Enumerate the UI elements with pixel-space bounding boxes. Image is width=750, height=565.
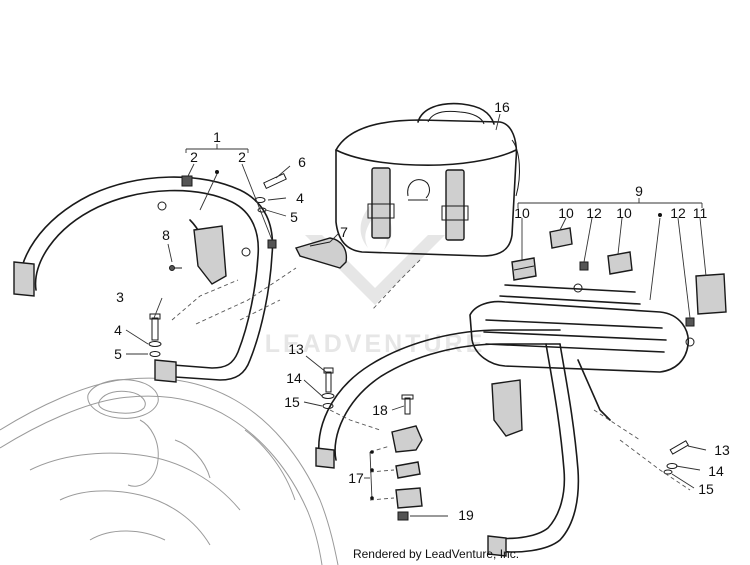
callout-2-right: 2 [238,149,246,165]
clamp-17 [391,394,423,521]
callout-17: 17 [348,470,364,486]
watermark-text: LEADVENTURE [265,330,486,358]
luggage-rack [315,283,695,557]
handle-pad-7 [294,237,348,269]
callout-2-left: 2 [190,149,198,165]
group-bracket-9 [517,198,703,217]
render-credit: Rendered by LeadVenture, Inc. [353,547,519,561]
callout-18: 18 [372,402,388,418]
callout-7: 7 [340,224,348,240]
callout-14-left: 14 [286,370,302,386]
callout-11: 11 [693,205,708,221]
callout-8: 8 [162,227,170,243]
left-hardware [148,172,287,357]
scooter-body-outline [0,377,339,565]
callout-labels: 1 2 2 3 4 5 6 4 5 7 8 16 9 10 10 12 10 1… [114,99,730,523]
callout-3: 3 [116,289,124,305]
leader-lines [125,113,707,517]
callout-1: 1 [213,129,221,145]
saddle-bag [335,102,520,257]
callout-10-b: 10 [558,205,574,221]
rack-caps [511,227,727,327]
callout-12-b: 12 [670,205,686,221]
callout-13-left: 13 [288,341,304,357]
rear-grab-handle [13,176,274,383]
callout-6: 6 [298,154,306,170]
callout-15-right: 15 [698,481,714,497]
callout-5-upper: 5 [290,209,298,225]
callout-13-right: 13 [714,442,730,458]
callout-4-left: 4 [114,322,122,338]
group-bracket-1 [185,144,249,174]
callout-16: 16 [494,99,510,115]
callout-5-left: 5 [114,346,122,362]
callout-4-upper: 4 [296,190,304,206]
callout-9: 9 [635,183,643,199]
assembly-dash-lines [171,259,691,501]
callout-15-left: 15 [284,394,300,410]
callout-10-c: 10 [616,205,632,221]
callout-19: 19 [458,507,474,523]
callout-14-right: 14 [708,463,724,479]
callout-10-a: 10 [514,205,530,221]
callout-12-a: 12 [586,205,602,221]
